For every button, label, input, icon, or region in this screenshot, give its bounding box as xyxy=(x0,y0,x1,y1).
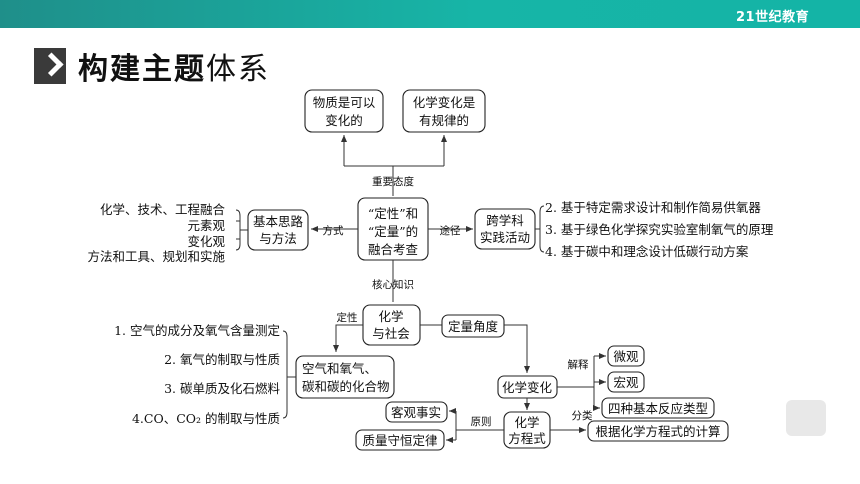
title-light: 体系 xyxy=(206,52,270,87)
thinking-item-1: 化学、技术、工程融合 xyxy=(100,202,226,217)
center-line2: “定量”的 xyxy=(368,224,418,239)
conservation-label: 质量守恒定律 xyxy=(362,433,437,448)
thinking-item-3: 变化观 xyxy=(187,234,225,249)
box-macro xyxy=(607,371,645,393)
watermark-icon xyxy=(786,400,826,436)
cross-line2: 实践活动 xyxy=(480,230,530,245)
brand-logo: 21世纪教育www.21cnjy.com xyxy=(736,10,820,39)
cross-item-2: 2. 基于特定需求设计和制作简易供氧器 xyxy=(545,200,761,215)
header-bar: 21世纪教育www.21cnjy.com xyxy=(0,0,860,39)
principle-connector xyxy=(455,411,504,440)
material-item-1: 1. 空气的成分及氧气含量测定 xyxy=(114,323,280,338)
material-item-4: 4.CO、CO₂ 的制取与性质 xyxy=(132,411,280,426)
thinking-line1: 基本思路 xyxy=(253,214,304,229)
materials-brace xyxy=(282,330,296,419)
box-micro xyxy=(607,345,645,367)
cross-item-3: 3. 基于绿色化学探究实验室制氧气的原理 xyxy=(545,222,774,237)
chevron-right-icon xyxy=(34,48,66,84)
materials-line1: 空气和氧气、 xyxy=(302,361,377,376)
equation-line2: 方程式 xyxy=(508,431,546,446)
quantitative-label: 定量角度 xyxy=(448,319,499,334)
center-line1: “定性”和 xyxy=(368,206,418,221)
box-change-line2: 有规律的 xyxy=(419,113,469,128)
chem-society-line1: 化学 xyxy=(378,309,403,324)
chem-society-line2: 与社会 xyxy=(372,326,410,341)
box-change-line1: 化学变化是 xyxy=(413,95,476,110)
thinking-item-4: 方法和工具、规划和实施 xyxy=(87,249,225,264)
box-calc xyxy=(587,420,729,442)
equation-line1: 化学 xyxy=(514,415,539,430)
thinking-brace xyxy=(235,209,248,251)
attitude-connector xyxy=(344,165,444,196)
arrow-qualitative xyxy=(333,324,363,352)
label-explain: 解释 xyxy=(568,358,589,371)
material-item-3: 3. 碳单质及化石燃料 xyxy=(164,381,280,396)
title-bold: 构建主题 xyxy=(78,52,206,87)
box-conservation xyxy=(355,429,445,451)
box-objective xyxy=(385,401,448,423)
cross-item-4: 4. 基于碳中和理念设计低碳行动方案 xyxy=(545,244,749,259)
calc-label: 根据化学方程式的计算 xyxy=(595,424,720,439)
label-path: 途径 xyxy=(440,224,461,237)
objective-label: 客观事实 xyxy=(391,405,441,420)
thinking-item-2: 元素观 xyxy=(187,218,225,233)
box-matter-line1: 物质是可以 xyxy=(313,95,376,110)
material-item-2: 2. 氧气的制取与性质 xyxy=(164,352,280,367)
center-line3: 融合考查 xyxy=(368,242,419,257)
micro-label: 微观 xyxy=(613,349,639,364)
box-four-types xyxy=(601,397,715,419)
materials-line2: 碳和碳的化合物 xyxy=(302,379,390,394)
cross-line1: 跨学科 xyxy=(486,213,524,228)
thinking-line2: 与方法 xyxy=(259,231,297,246)
box-quantitative xyxy=(441,314,505,338)
cross-brace xyxy=(535,205,545,253)
four-types-label: 四种基本反应类型 xyxy=(608,401,708,416)
box-change-lawful xyxy=(402,89,486,133)
box-matter-line2: 变化的 xyxy=(325,113,363,128)
label-attitude: 重要态度 xyxy=(372,175,414,188)
label-method: 方式 xyxy=(323,224,344,237)
label-classify: 分类 xyxy=(572,409,593,422)
macro-label: 宏观 xyxy=(613,375,639,390)
label-core: 核心知识 xyxy=(372,278,414,291)
label-principle: 原则 xyxy=(471,415,492,428)
arrow-quantitative xyxy=(504,324,530,373)
label-qualitative: 定性 xyxy=(337,311,358,324)
page-title: 构建主题体系 xyxy=(34,46,270,87)
box-matter-changeable xyxy=(304,89,384,133)
chem-change-label: 化学变化 xyxy=(502,380,553,395)
